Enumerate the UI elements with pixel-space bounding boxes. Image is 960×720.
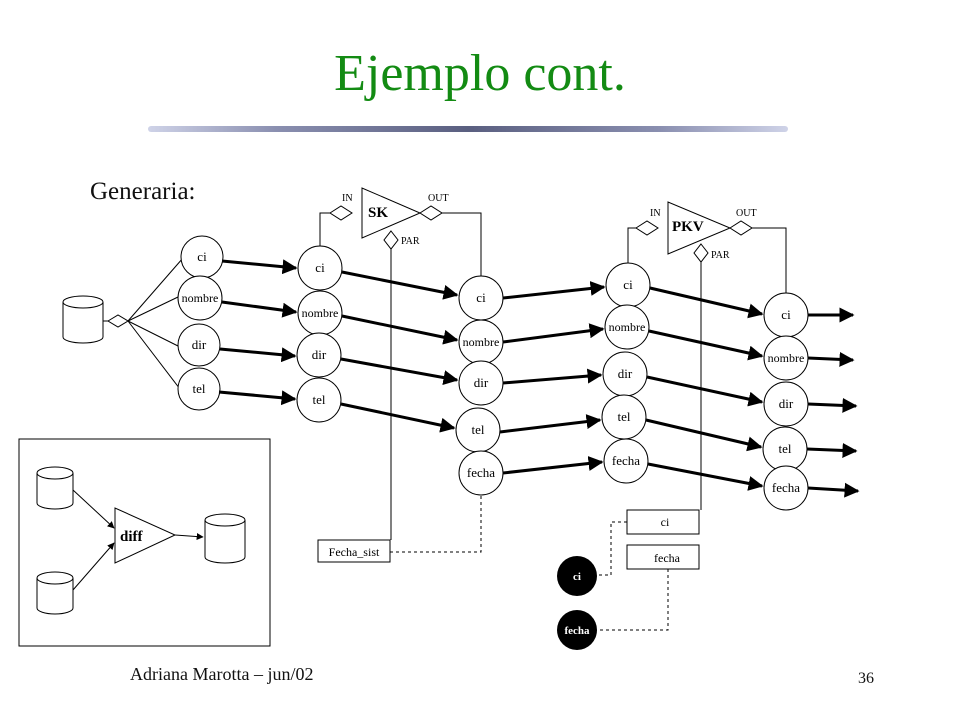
source-database-icon (62, 295, 104, 344)
pkv-output-fields-column: ci nombre dir tel fecha (762, 292, 809, 511)
sk-input-fields-column: ci nombre dir tel (296, 245, 343, 423)
diff-input-database-icon (36, 571, 74, 615)
svg-text:tel: tel (313, 392, 326, 407)
diff-operator (114, 507, 177, 564)
field-node: ci (180, 235, 224, 279)
pkv-in-diamond (635, 220, 659, 236)
svg-text:tel: tel (472, 422, 485, 437)
svg-text:nombre: nombre (182, 291, 219, 305)
svg-text:fecha: fecha (772, 480, 800, 495)
slide-title: Ejemplo cont. (334, 45, 626, 102)
field-node: ci (605, 262, 651, 308)
svg-text:PKV: PKV (672, 219, 704, 235)
field-node: tel (762, 426, 808, 472)
field-node: tel (296, 377, 342, 423)
svg-text:fecha: fecha (654, 551, 681, 565)
svg-text:ci: ci (781, 307, 791, 322)
svg-text:Fecha_sist: Fecha_sist (329, 545, 380, 559)
field-node: tel (601, 394, 647, 440)
svg-text:tel: tel (193, 381, 206, 396)
diff-input-database-icon (36, 466, 74, 510)
footer-author: Adriana Marotta – jun/02 (130, 664, 314, 684)
svg-text:ci: ci (476, 290, 486, 305)
ci-badge: ci (557, 556, 597, 596)
sk-in-diamond (329, 205, 353, 221)
field-node: nombre (297, 290, 343, 336)
field-node: dir (458, 360, 504, 406)
field-node: nombre (604, 304, 650, 350)
svg-text:fecha: fecha (564, 625, 590, 637)
title-underline (148, 126, 788, 132)
field-node: nombre (177, 275, 223, 321)
svg-text:IN: IN (650, 208, 661, 219)
pkv-ci-param (626, 509, 700, 535)
field-node: dir (763, 381, 809, 427)
source-fan-lines (127, 257, 184, 394)
pkv-out-diamond (729, 220, 753, 236)
svg-text:fecha: fecha (612, 453, 640, 468)
fecha-sist-param: Fecha_sist (317, 495, 482, 563)
svg-text:diff: diff (120, 529, 144, 545)
field-node: nombre (763, 335, 809, 381)
svg-text:nombre: nombre (768, 351, 805, 365)
svg-text:dir: dir (192, 337, 207, 352)
svg-text:OUT: OUT (736, 208, 757, 219)
pkv-params: ci fecha (596, 509, 700, 631)
sk-output-fields-column: ci nombre dir tel fecha (455, 275, 504, 496)
page-number: 36 (858, 670, 874, 687)
pkv-input-fields-column: ci nombre dir tel fecha (601, 262, 651, 484)
field-node: dir (296, 332, 342, 378)
svg-text:tel: tel (779, 441, 792, 456)
svg-text:ci: ci (315, 260, 325, 275)
diff-output-database-icon (204, 513, 246, 564)
svg-text:ci: ci (623, 277, 633, 292)
field-mapping-arrows (218, 259, 860, 498)
svg-text:dir: dir (474, 375, 489, 390)
svg-text:SK: SK (368, 205, 388, 221)
sk-par-diamond (383, 230, 399, 250)
field-node: nombre (458, 319, 504, 365)
field-node: ci (458, 275, 504, 321)
svg-text:nombre: nombre (609, 320, 646, 334)
svg-text:ci: ci (197, 249, 207, 264)
subtitle: Generaria: (90, 178, 196, 205)
fecha-badge: fecha (557, 610, 597, 650)
svg-text:OUT: OUT (428, 193, 449, 204)
field-node: dir (177, 323, 221, 367)
field-node: tel (177, 367, 221, 411)
pkv-par-diamond (693, 243, 709, 263)
source-fields-column: ci nombre dir tel (177, 235, 224, 411)
diff-legend-box: diff (18, 438, 271, 647)
field-node: dir (602, 351, 648, 397)
svg-text:IN: IN (342, 193, 353, 204)
svg-text:nombre: nombre (463, 335, 500, 349)
sk-operator: SK IN OUT PAR (319, 187, 482, 540)
svg-text:nombre: nombre (302, 306, 339, 320)
field-node: fecha (458, 450, 504, 496)
field-node: fecha (763, 465, 809, 511)
field-node: tel (455, 407, 501, 453)
svg-text:fecha: fecha (467, 465, 495, 480)
svg-text:tel: tel (618, 409, 631, 424)
svg-text:dir: dir (312, 347, 327, 362)
field-node: fecha (603, 438, 649, 484)
field-node: ci (297, 245, 343, 291)
svg-text:dir: dir (618, 366, 633, 381)
field-node: ci (763, 292, 809, 338)
svg-text:PAR: PAR (401, 236, 420, 247)
source-connector-diamond (107, 314, 129, 328)
pkv-operator: PKV IN OUT PAR (627, 201, 787, 510)
sk-out-diamond (419, 205, 443, 221)
svg-text:ci: ci (573, 571, 581, 583)
svg-text:PAR: PAR (711, 250, 730, 261)
pkv-fecha-param (626, 544, 700, 570)
svg-text:ci: ci (661, 515, 670, 529)
svg-text:dir: dir (779, 396, 794, 411)
